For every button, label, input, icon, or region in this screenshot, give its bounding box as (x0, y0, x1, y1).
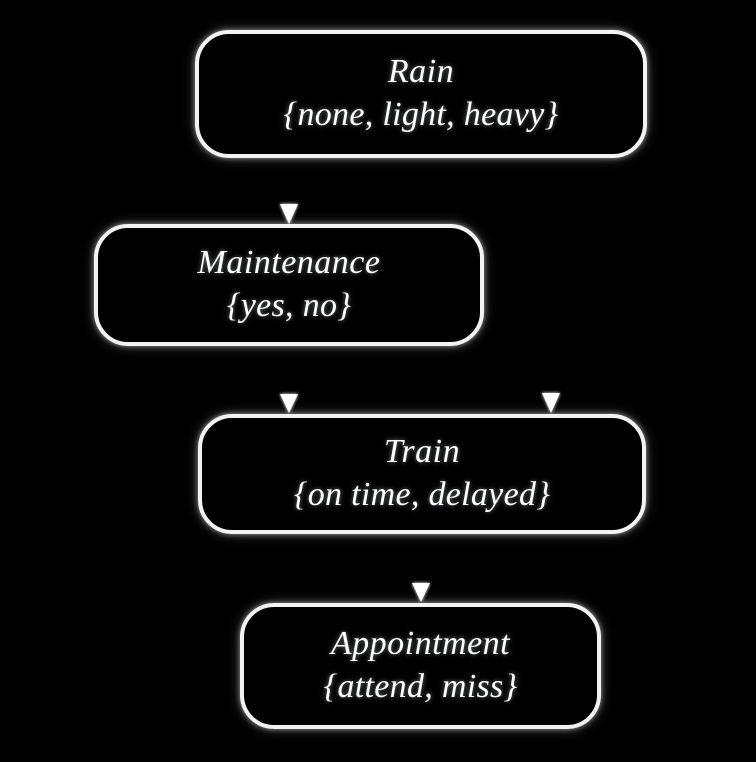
node-maintenance-label: Maintenance (197, 244, 381, 282)
edge-rain-to-maintenance (280, 160, 298, 224)
node-train-states: {on time, delayed} (293, 476, 551, 513)
node-rain-states: {none, light, heavy} (283, 96, 559, 133)
node-maintenance[interactable]: Maintenance {yes, no} (94, 224, 484, 346)
node-appointment-label: Appointment (330, 625, 511, 663)
node-appointment[interactable]: Appointment {attend, miss} (240, 603, 601, 729)
edge-rain-to-train (542, 160, 560, 413)
edge-train-to-appointment (412, 536, 430, 602)
node-train[interactable]: Train {on time, delayed} (198, 414, 646, 534)
node-train-label: Train (383, 433, 461, 471)
node-maintenance-states: {yes, no} (226, 287, 352, 324)
node-appointment-states: {attend, miss} (323, 668, 518, 705)
edge-maintenance-to-train (280, 348, 298, 413)
node-rain-label: Rain (387, 53, 455, 91)
node-rain[interactable]: Rain {none, light, heavy} (195, 30, 647, 158)
